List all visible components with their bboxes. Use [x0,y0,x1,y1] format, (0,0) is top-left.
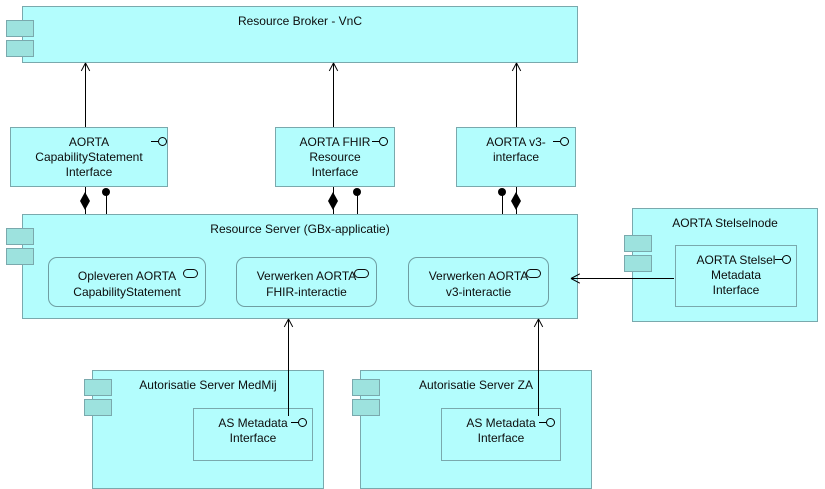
connector-za-to-resource-server [538,320,539,416]
component-tab-icon [6,40,34,57]
connector-fhir-to-broker [333,64,334,127]
interface-label: AORTA v3- interface [461,135,571,165]
interface-label: AORTA Stelsel Metadata Interface [680,253,792,298]
provided-interface-lollipop-icon [372,137,392,147]
interface-aorta-fhir-resource[interactable]: AORTA FHIR Resource Interface [275,127,395,187]
component-tab-icon [84,399,112,416]
function-verwerken-aorta-fhir-interactie[interactable]: Verwerken AORTA FHIR-interactie [236,257,377,307]
interface-as-metadata-medmij[interactable]: AS Metadata Interface [193,408,313,461]
arrowhead-up-icon [511,63,522,71]
arrowhead-up-icon [533,319,544,327]
association-dot-icon [498,188,506,196]
interface-label-line1: AORTA v3- [486,135,546,149]
resource-server-title: Resource Server (GBx-applicatie) [210,222,390,236]
function-verwerken-aorta-v3-interactie[interactable]: Verwerken AORTA v3-interactie [408,257,549,307]
node-resource-server[interactable]: Resource Server (GBx-applicatie) Oplever… [22,214,578,319]
interface-label-line1: AS Metadata [466,416,536,430]
component-tab-icon [624,255,652,272]
function-label: Verwerken AORTA FHIR-interactie [243,268,370,300]
function-opleveren-aorta-capabilitystatement[interactable]: Opleveren AORTA CapabilityStatement [48,257,206,307]
composition-diamond-icon [511,192,521,210]
interface-label-line2: Interface [477,431,525,445]
association-dot-icon [353,188,361,196]
interface-label: AORTA FHIR Resource Interface [280,135,390,180]
interface-label-line1: AORTA FHIR [299,135,371,149]
function-label-line2: FHIR-interactie [266,285,347,299]
provided-interface-lollipop-icon [151,137,171,147]
application-function-pill-icon [354,269,369,278]
arrowhead-left-icon [571,273,580,284]
interface-label-line1: AORTA [68,135,110,149]
connector-v3-to-broker [516,64,517,127]
function-label-line1: Opleveren AORTA [77,269,177,283]
interface-label-line2: Metadata [710,268,762,282]
component-tab-icon [6,228,34,245]
application-function-pill-icon [183,269,198,278]
application-function-pill-icon [526,269,541,278]
connector-capabilitystatement-to-broker [85,64,86,127]
component-tab-icon [624,235,652,252]
interface-aorta-stelsel-metadata[interactable]: AORTA Stelsel Metadata Interface [675,245,797,307]
component-tab-icon [6,20,34,37]
interface-aorta-v3[interactable]: AORTA v3- interface [456,127,576,187]
component-tab-icon [352,379,380,396]
interface-label-line1: AS Metadata [218,416,288,430]
association-dot-icon [102,188,110,196]
node-autorisatie-server-medmij[interactable]: Autorisatie Server MedMij AS Metadata In… [92,370,324,489]
autorisatie-server-za-title: Autorisatie Server ZA [418,378,534,392]
interface-label-line3: Interface [65,165,113,179]
node-autorisatie-server-za[interactable]: Autorisatie Server ZA AS Metadata Interf… [360,370,592,489]
interface-label-line1: AORTA Stelsel [696,253,776,267]
arrowhead-up-icon [328,63,339,71]
interface-label-line2: Interface [229,431,277,445]
arrowhead-up-icon [283,319,294,327]
interface-label-line3: Interface [311,165,359,179]
resource-broker-title: Resource Broker - VnC [237,14,363,28]
composition-diamond-icon [328,192,338,210]
function-label-line1: Verwerken AORTA [428,269,529,283]
provided-interface-lollipop-icon [553,137,573,147]
function-label: Verwerken AORTA v3-interactie [415,268,542,300]
interface-label-line3: Interface [712,283,760,297]
connector-medmij-to-resource-server [288,320,289,416]
interface-label-line2: CapabilityStatement [35,150,143,164]
node-aorta-stelselnode[interactable]: AORTA Stelselnode AORTA Stelsel Metadata… [632,208,818,322]
node-resource-broker[interactable]: Resource Broker - VnC [22,6,578,63]
interface-aorta-capabilitystatement[interactable]: AORTA CapabilityStatement Interface [10,127,168,187]
function-label: Opleveren AORTA CapabilityStatement [55,268,199,300]
component-tab-icon [352,399,380,416]
function-label-line2: v3-interactie [445,285,512,299]
interface-label-line2: interface [492,150,540,164]
provided-interface-lollipop-icon [291,418,311,428]
arrowhead-up-icon [80,63,91,71]
interface-label: AS Metadata Interface [446,416,556,446]
provided-interface-lollipop-icon [775,255,795,265]
function-label-line2: CapabilityStatement [73,285,181,299]
interface-label: AS Metadata Interface [198,416,308,446]
aorta-stelselnode-title: AORTA Stelselnode [672,216,778,230]
interface-label-line2: Resource [309,150,361,164]
autorisatie-server-medmij-title: Autorisatie Server MedMij [139,378,277,392]
provided-interface-lollipop-icon [539,418,559,428]
interface-label: AORTA CapabilityStatement Interface [15,135,163,180]
component-tab-icon [84,379,112,396]
composition-diamond-icon [80,192,90,210]
component-tab-icon [6,248,34,265]
interface-as-metadata-za[interactable]: AS Metadata Interface [441,408,561,461]
function-label-line1: Verwerken AORTA [256,269,357,283]
connector-stelselnode-to-resource-server [572,278,674,279]
